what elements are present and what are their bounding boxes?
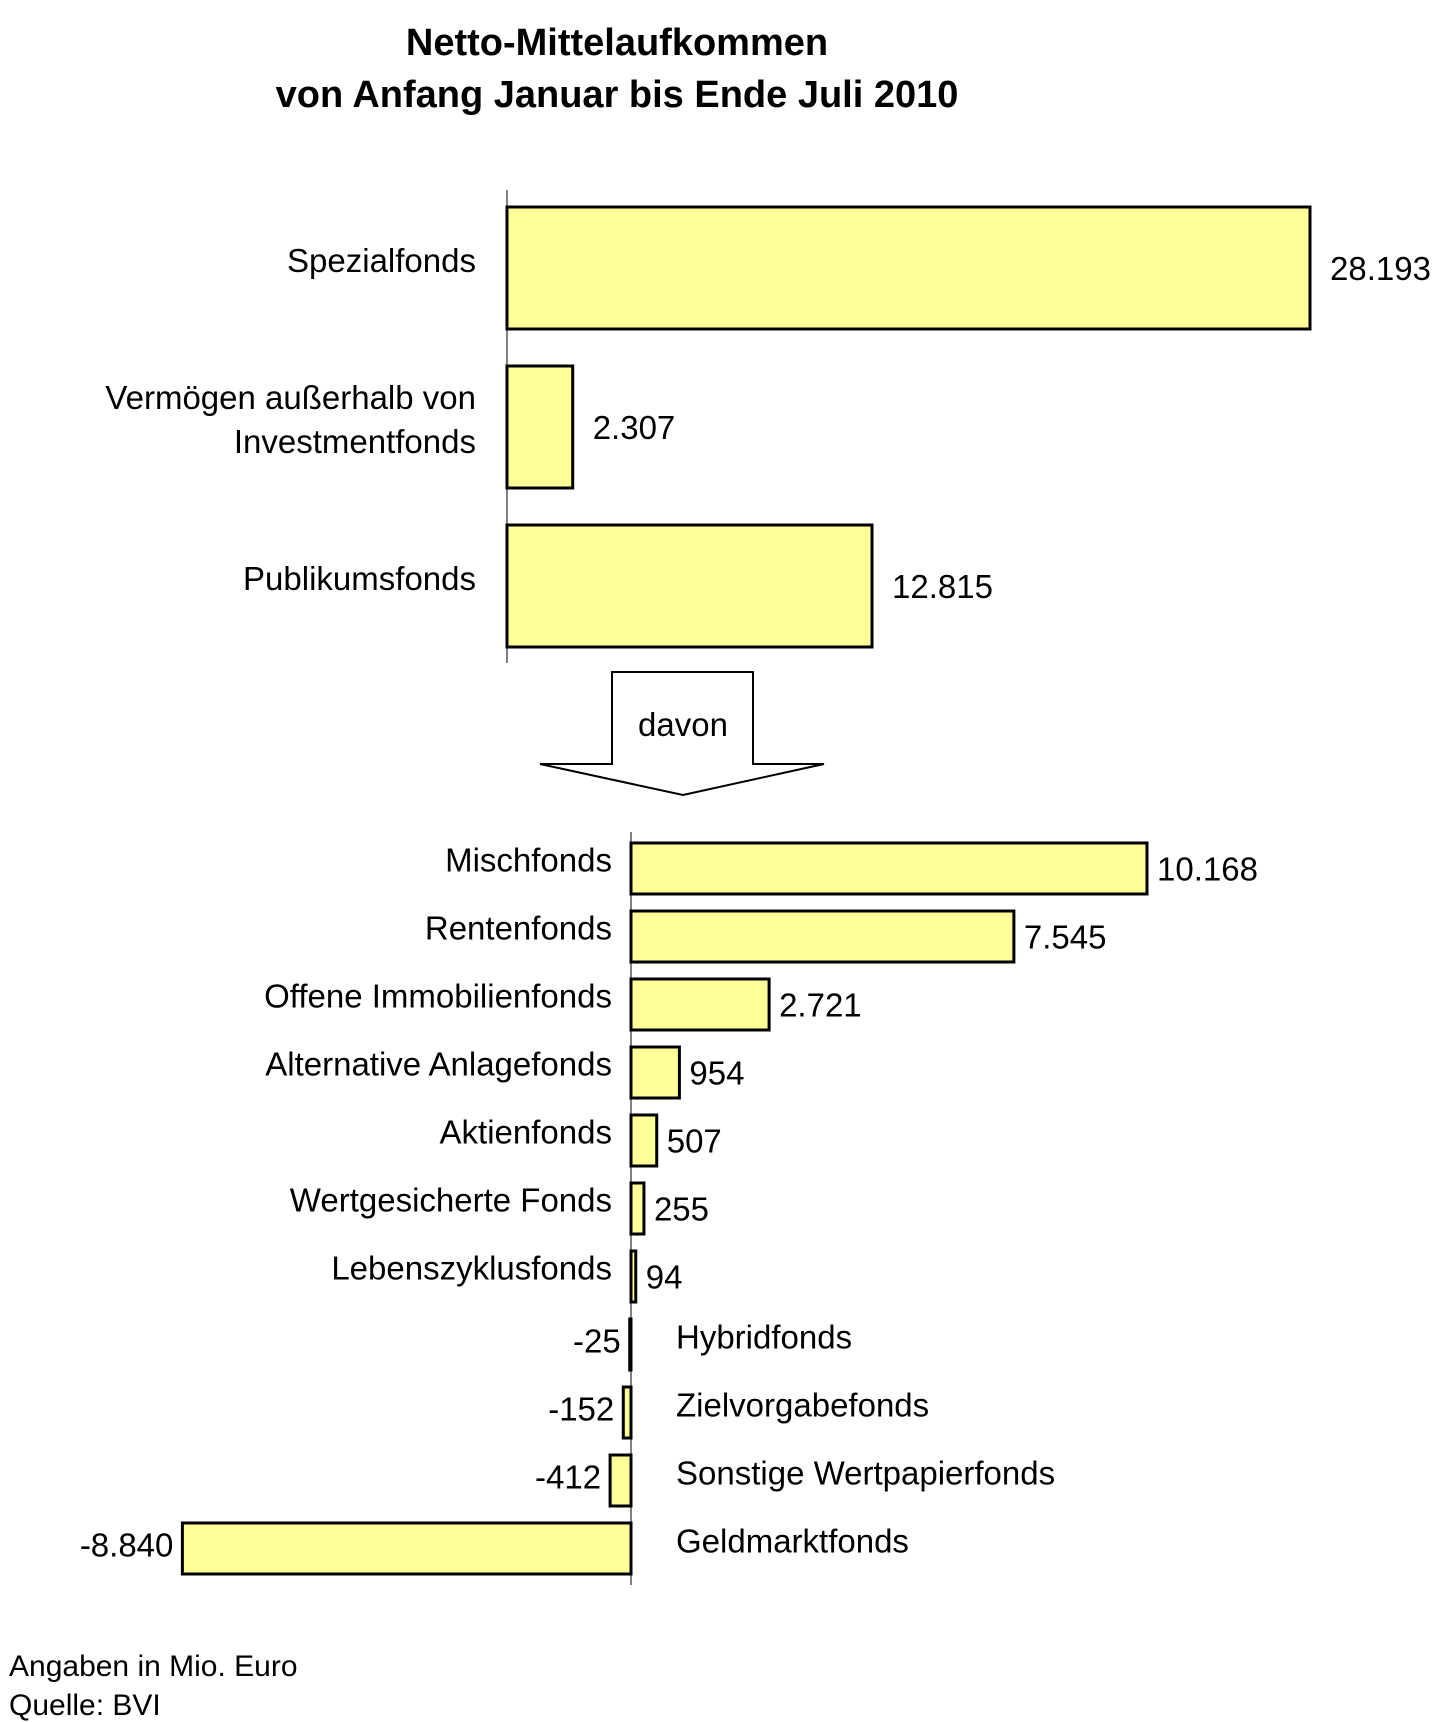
value-label: 507	[667, 1123, 722, 1160]
down-arrow-icon	[539, 671, 825, 797]
bar	[629, 1181, 646, 1236]
chart-subtitle: von Anfang Januar bis Ende Juli 2010	[276, 74, 959, 116]
category-label: Offene Immobilienfonds	[264, 978, 612, 1015]
unit-note: Angaben in Mio. Euro	[9, 1650, 298, 1683]
category-label: Investmentfonds	[234, 423, 476, 460]
bar	[628, 1317, 633, 1372]
bar	[629, 977, 771, 1032]
top-bar-chart: 28.193 Spezialfonds 2.307 Vermögen außerhal…	[105, 190, 1431, 663]
value-label: 2.307	[593, 409, 676, 446]
category-label: Publikumsfonds	[243, 560, 476, 597]
value-label: 7.545	[1024, 919, 1107, 956]
value-label: 2.721	[779, 987, 862, 1024]
category-label: Alternative Anlagefonds	[265, 1046, 612, 1083]
bar	[180, 1521, 633, 1576]
bar	[505, 364, 575, 490]
category-label: Lebenszyklusfonds	[331, 1250, 612, 1287]
bar	[629, 909, 1016, 964]
value-label: 28.193	[1330, 250, 1431, 287]
value-label: -8.840	[80, 1527, 174, 1564]
category-label: Aktienfonds	[440, 1114, 612, 1151]
category-label: Wertgesicherte Fonds	[290, 1182, 612, 1219]
value-label: 954	[689, 1055, 744, 1092]
category-label: Mischfonds	[445, 842, 612, 879]
value-label: 12.815	[892, 568, 993, 605]
category-label: Zielvorgabefonds	[676, 1387, 929, 1424]
category-label: Rentenfonds	[425, 910, 612, 947]
davon-arrow: davon	[539, 671, 825, 797]
value-label: -25	[573, 1323, 621, 1360]
bar	[629, 1113, 659, 1168]
category-label: Sonstige Wertpapierfonds	[676, 1455, 1055, 1492]
value-label: 255	[654, 1191, 709, 1228]
category-label: Hybridfonds	[676, 1319, 852, 1356]
arrow-label: davon	[638, 706, 728, 743]
bar	[505, 205, 1312, 331]
category-label: Spezialfonds	[287, 242, 476, 279]
bar	[608, 1453, 633, 1508]
bar	[621, 1385, 633, 1440]
bar	[505, 523, 874, 649]
value-label: 10.168	[1157, 851, 1258, 888]
bar	[629, 1045, 681, 1100]
category-label: Geldmarktfonds	[676, 1523, 909, 1560]
value-label: -412	[535, 1459, 601, 1496]
bar	[629, 1249, 638, 1304]
category-label: Vermögen außerhalb von	[105, 379, 476, 416]
chart-title: Netto-Mittelaufkommen	[406, 22, 828, 64]
bar	[629, 841, 1149, 896]
source-note: Quelle: BVI	[9, 1689, 161, 1722]
value-label: -152	[548, 1391, 614, 1428]
value-label: 94	[646, 1259, 683, 1296]
